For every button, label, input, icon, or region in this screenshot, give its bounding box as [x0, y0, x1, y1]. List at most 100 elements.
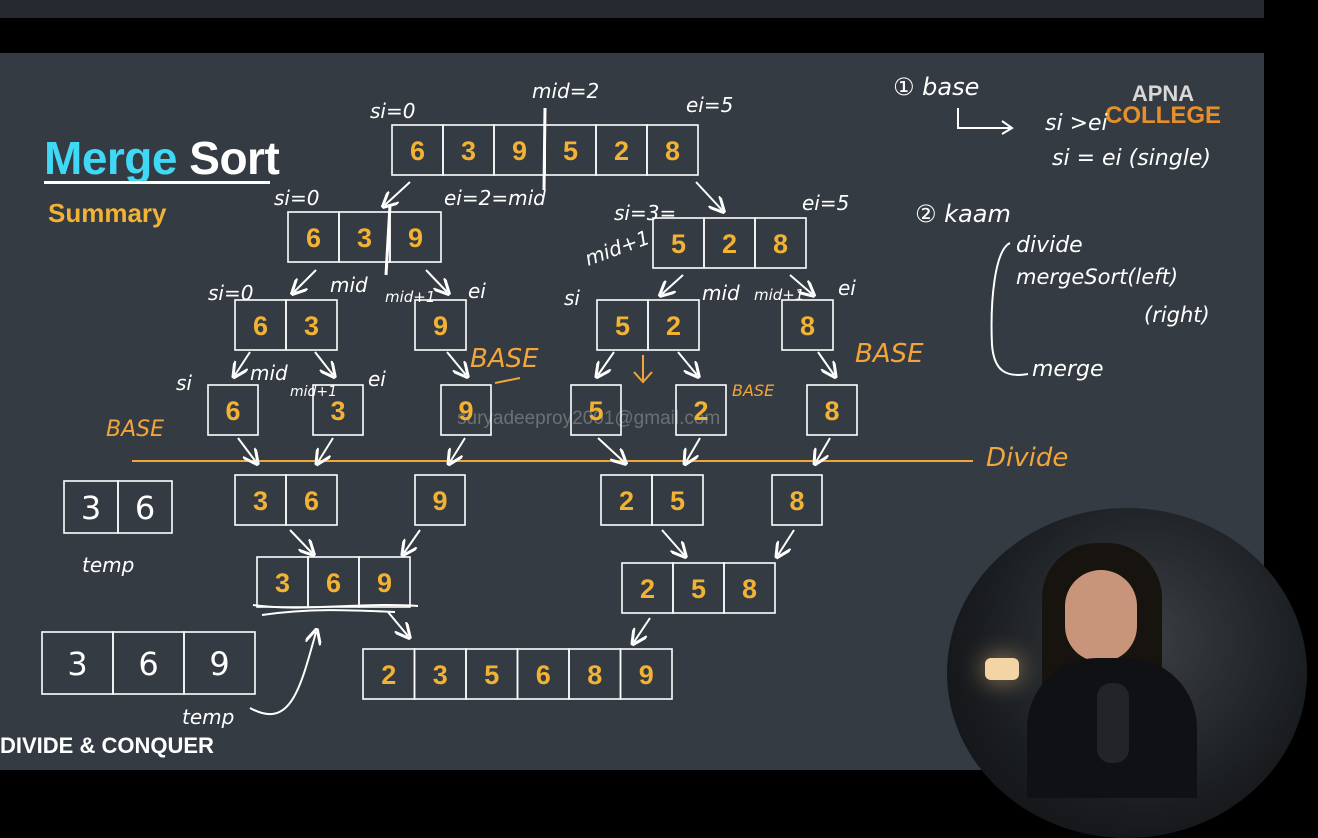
array-r8: 8 — [781, 299, 834, 351]
array-cell — [675, 384, 727, 436]
title-sort: Sort — [189, 132, 280, 184]
email-watermark: suryadeeproy2001@gmail.com — [457, 408, 721, 429]
label-ei-leaf: ei — [368, 367, 386, 391]
array-value: 6 — [253, 311, 268, 341]
label-ei-l9: ei — [468, 279, 486, 303]
label-midp1-right: mid+1 — [582, 225, 653, 271]
array-cell — [285, 474, 338, 526]
note-base-cond2: si = ei (single) — [1052, 146, 1211, 171]
array-leaf8: 8 — [806, 384, 858, 436]
array-value: 6 — [306, 223, 321, 253]
array-cell — [570, 384, 622, 436]
split-arrows — [235, 181, 834, 375]
lamp-icon — [985, 658, 1019, 680]
note-kaam: ② kaam — [915, 200, 1011, 228]
note-base-cond1: si >ei — [1045, 111, 1108, 136]
array-value: 5 — [588, 396, 603, 426]
array-value: 3 — [275, 568, 290, 598]
array-value: 8 — [665, 136, 680, 166]
array-value: 9 — [458, 396, 473, 426]
array-value: 2 — [614, 136, 629, 166]
array-value: 9 — [408, 223, 423, 253]
label-midp1-r8: mid+1 — [754, 286, 804, 304]
footer-label: DIVIDE & CONQUER — [0, 733, 214, 758]
note-mergesort-left: mergeSort(left) — [1016, 265, 1178, 289]
label-ei5: ei=5 — [686, 93, 733, 117]
apna-college-logo: APNA COLLEGE — [1105, 81, 1221, 128]
array-leaf2: 2 — [675, 384, 727, 436]
temp-label-1: temp — [82, 553, 134, 577]
array-value: 2 — [666, 311, 681, 341]
microphone-icon — [1097, 683, 1129, 763]
array-cell — [389, 211, 442, 263]
title-underline — [44, 181, 270, 184]
array-cell — [312, 384, 364, 436]
label-si-leaf: si — [176, 371, 192, 395]
array-cell — [754, 217, 807, 269]
array-value: 9 — [512, 136, 527, 166]
array-value: 2 — [381, 660, 396, 690]
array-cell — [781, 299, 834, 351]
array-cell — [183, 631, 256, 695]
page-title: Merge Sort — [44, 131, 280, 185]
array-leaf9: 9 — [440, 384, 492, 436]
array-value: 2 — [693, 396, 708, 426]
array-value: 3 — [253, 486, 268, 516]
label-ei5-right: ei=5 — [802, 191, 849, 215]
base-label-4: BASE — [855, 339, 924, 369]
label-si0-left: si=0 — [274, 186, 319, 210]
array-cell — [651, 474, 704, 526]
array-value: 3 — [433, 660, 448, 690]
array-value: 9 — [209, 645, 229, 683]
array-value: 2 — [619, 486, 634, 516]
mid-marker-left — [384, 204, 392, 276]
array-cell — [723, 562, 776, 614]
array-value: 5 — [615, 311, 630, 341]
note-base: ① base — [893, 73, 979, 101]
array-value: 5 — [484, 660, 499, 690]
array-value: 8 — [587, 660, 602, 690]
array-m9: 9 — [414, 474, 466, 526]
array-value: 5 — [563, 136, 578, 166]
array-leaf5: 5 — [570, 384, 622, 436]
array-value: 9 — [433, 311, 448, 341]
array-cell — [117, 480, 173, 534]
array-cell — [440, 384, 492, 436]
array-cell — [647, 299, 700, 351]
array-value: 6 — [138, 645, 158, 683]
lecture-board: Merge Sort Summary APNA COLLEGE suryadee… — [0, 53, 1264, 770]
array-leaf6: 6 — [207, 384, 259, 436]
temp-array-big: 3 6 9 — [41, 631, 256, 695]
label-mid-r52: mid — [702, 281, 740, 305]
logo-line1: APNA — [1131, 81, 1195, 106]
label-si3: si=3= — [614, 201, 676, 225]
array-value: 3 — [67, 645, 87, 683]
array-cell — [285, 299, 338, 351]
array-cell — [646, 124, 699, 176]
label-si0: si=0 — [370, 99, 415, 123]
base-label-3: BASE — [732, 381, 775, 400]
title-merge: Merge — [44, 132, 177, 184]
array-cell — [806, 384, 858, 436]
array-value: 6 — [536, 660, 551, 690]
mid-marker — [542, 107, 547, 191]
temp-label-2: temp — [182, 705, 234, 729]
array-value: 9 — [432, 486, 447, 516]
array-value: 3 — [81, 489, 101, 527]
subtitle: Summary — [48, 198, 167, 228]
array-value: 9 — [377, 568, 392, 598]
base-label-2: BASE — [470, 344, 539, 374]
array-value: 2 — [722, 229, 737, 259]
array-value: 6 — [225, 396, 240, 426]
label-si0-l63: si=0 — [208, 281, 253, 305]
label-midp1-leaf: mid+1 — [290, 384, 337, 400]
array-value: 5 — [691, 574, 706, 604]
